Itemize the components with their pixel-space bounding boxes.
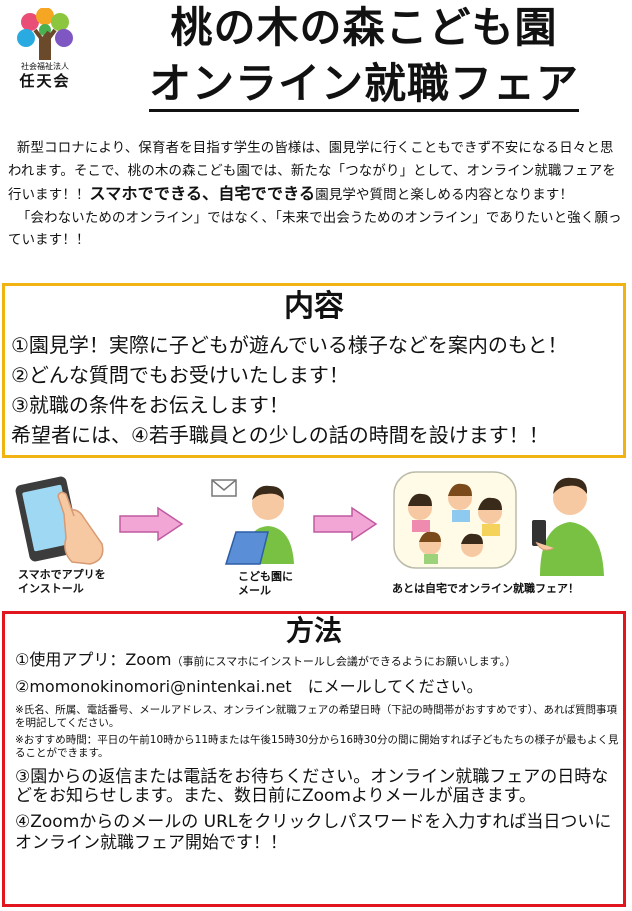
intro-text: 新型コロナにより、保育者を目指す学生の皆様は、園見学に行くこともできず不安になる… [8,138,624,253]
method-item-app: ①使用アプリ：Zoom（事前にスマホにインストールし会議ができるようにお願いしま… [15,648,623,674]
page-subtitle: オンライン就職フェア [104,56,624,112]
arrow-right-icon [119,506,184,542]
method-item-reply: ③園からの返信または電話をお待ちください。オンライン就職フェアの日時などをお知ら… [15,767,609,806]
step1-label-line1: スマホでアプリを [18,568,106,581]
arrow-right-icon [313,506,378,542]
content-item: ③就職の条件をお伝えします！ [11,393,289,417]
intro-paragraph-1: 新型コロナにより、保育者を目指す学生の皆様は、園見学に行くこともできず不安になる… [8,138,624,208]
flow-illustration: スマホでアプリを インストール こども園に メール あとは自宅で [0,462,632,612]
method-note-info: ※氏名、所属、電話番号、メールアドレス、オンライン就職フェアの希望日時（下記の時… [15,704,618,729]
step1-label-line2: インストール [18,582,84,595]
content-section: 内容 ①園見学！実際に子どもが遊んでいる様子などを案内のもと！ ②どんな質問でも… [2,283,626,458]
method-body: ①使用アプリ：Zoom（事前にスマホにインストールし会議ができるようにお願いしま… [15,648,623,854]
children-online-icon [393,471,604,576]
tree-logo-icon [17,8,73,60]
org-logo: 社会福祉法人 任天会 [6,8,84,90]
org-name: 任天会 [19,72,71,90]
content-list: ①園見学！実際に子どもが遊んでいる様子などを案内のもと！ ②どんな質問でもお受け… [11,330,623,450]
method-email-rest: にメールしてください。 [291,677,483,696]
method-section: 方法 ①使用アプリ：Zoom（事前にスマホにインストールし会議ができるようにお願… [2,611,626,907]
page-title: 桃の木の森こども園 [170,3,558,52]
method-item-app-main: ①使用アプリ：Zoom [15,650,172,669]
intro-emphasis: スマホでできる、自宅でできる [89,184,316,203]
method-item-email: ②momonokinomori@nintenkai.net にメールしてください… [15,674,623,700]
intro-p1-a: 新型コロナにより、保育者を目指す学生の皆様は、園見学に行くこともできず不安になる… [8,141,616,203]
content-item: 希望者には、④若手職員との少しの話の時間を設けます！！ [11,423,549,447]
intro-paragraph-2: 「会わないためのオンライン」ではなく、「未来で出会うためのオンライン」でありたい… [8,208,624,253]
content-heading: 内容 [284,289,344,324]
org-type: 社会福祉法人 [21,62,69,71]
content-item: ①園見学！実際に子どもが遊んでいる様子などを案内のもと！ [11,333,568,357]
method-item-zoom: ④Zoomからのメールの URLをクリックしパスワードを入力すれば当日ついにオン… [15,812,612,853]
step3-label: あとは自宅でオンライン就職フェア！ [392,582,579,595]
smartphone-hand-icon [15,476,104,565]
step1-label: スマホでアプリを インストール [18,568,106,596]
person-laptop-mail-icon [211,479,294,565]
method-heading: 方法 [285,614,342,647]
method-note-time: ※おすすめ時間：平日の午前10時から11時または午後15時30分から16時30分… [15,734,619,759]
page-subtitle-text: オンライン就職フェア [148,59,579,112]
step2-label-line1: こども園に [238,570,293,583]
step2-label-line2: メール [238,584,271,597]
method-email-address: ②momonokinomori@nintenkai.net [15,677,292,696]
intro-p1-b: 園見学や質問と楽しめる内容となります！ [315,188,574,203]
intro-p2: 「会わないためのオンライン」ではなく、「未来で出会うためのオンライン」でありたい… [8,210,622,249]
step2-label: こども園に メール [238,570,293,598]
method-item-app-note: （事前にスマホにインストールし会議ができるようにお願いします。） [171,655,517,668]
content-item: ②どんな質問でもお受けいたします！ [11,363,349,387]
